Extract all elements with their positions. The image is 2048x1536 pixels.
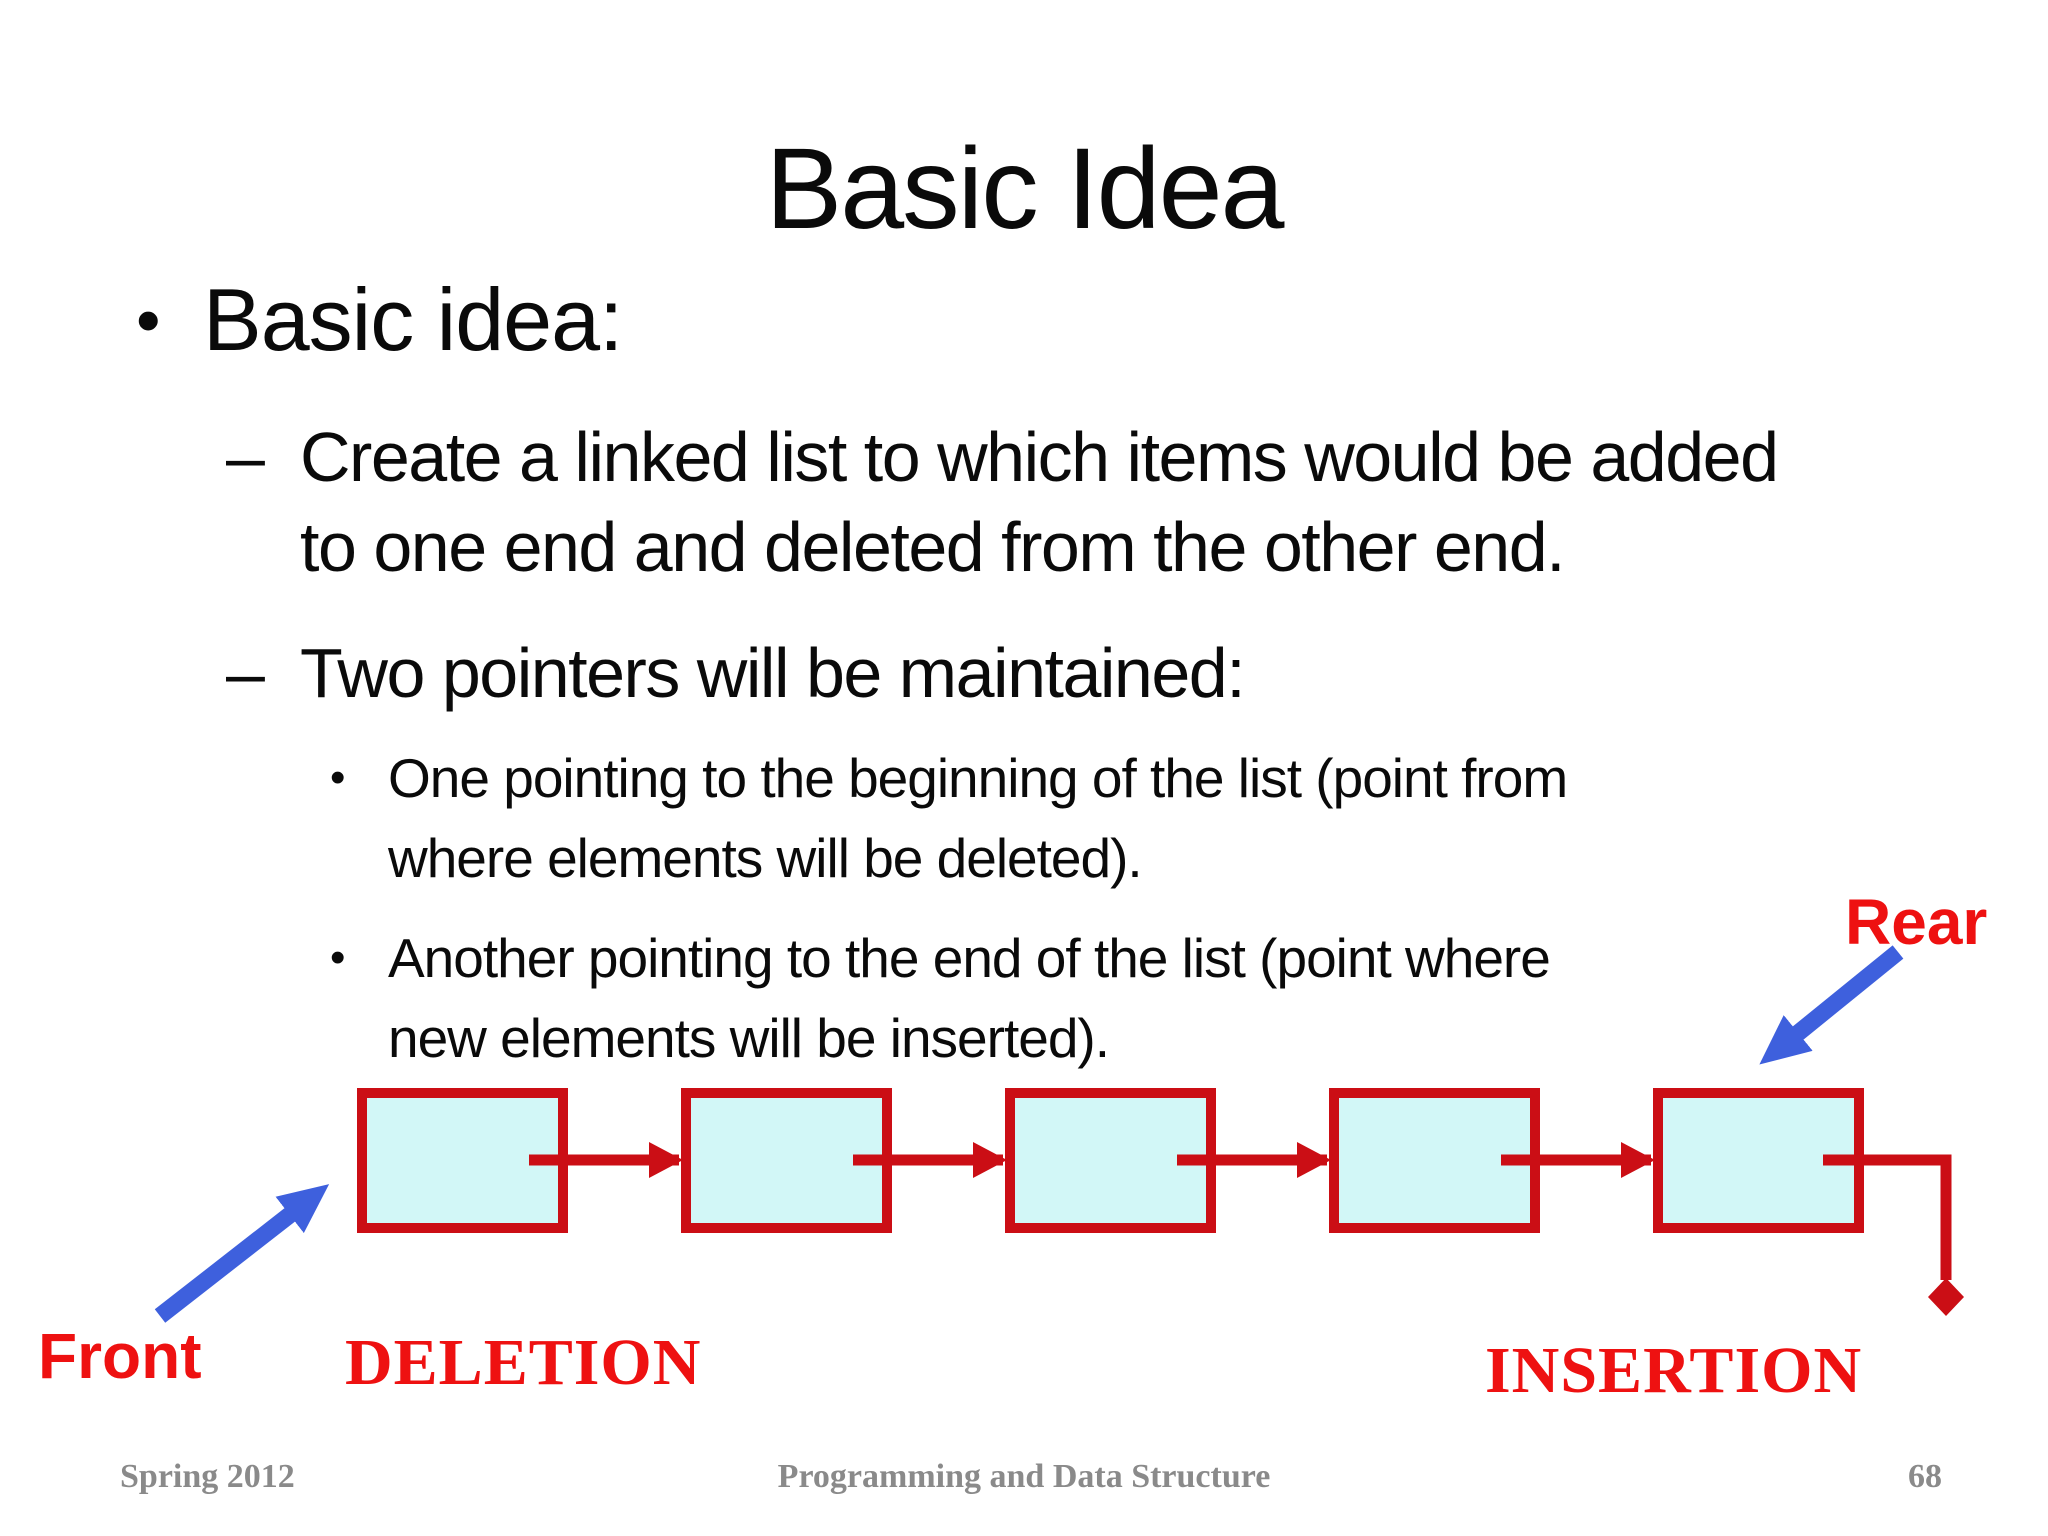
rear-null-pointer-line: [1823, 1154, 1952, 1280]
bullet-basic-idea-text: Basic idea:: [203, 270, 623, 369]
null-terminator-diamond-icon: [1928, 1278, 1964, 1316]
bullet-another-pointing-text: Another pointing to the end of the list …: [388, 918, 1551, 1078]
bullet-line: new elements will be inserted).: [388, 1007, 1110, 1069]
bullet-line: to one end and deleted from the other en…: [300, 508, 1566, 586]
dash-marker-icon: –: [226, 418, 265, 496]
bullet-one-pointing-text: One pointing to the beginning of the lis…: [388, 738, 1568, 898]
bullet-another-pointing: • Another pointing to the end of the lis…: [330, 918, 1551, 1078]
footer-semester: Spring 2012: [120, 1458, 295, 1495]
bullet-create-linked-list-text: Create a linked list to which items woul…: [300, 412, 1779, 592]
front-arrow-icon: [154, 1184, 330, 1323]
bullet-create-linked-list: – Create a linked list to which items wo…: [226, 412, 1779, 592]
bullet-basic-idea: • Basic idea:: [136, 270, 623, 369]
deletion-label: DELETION: [345, 1326, 702, 1399]
bullet-marker-icon: •: [136, 281, 161, 359]
front-label: Front: [38, 1320, 202, 1392]
footer-course-title: Programming and Data Structure: [777, 1458, 1271, 1495]
rear-label: Rear: [1845, 886, 1988, 958]
bullet-line: One pointing to the beginning of the lis…: [388, 747, 1568, 809]
rear-arrow-icon: [1759, 945, 1904, 1065]
list-node: [681, 1088, 892, 1233]
footer-page-number: 68: [1908, 1458, 1942, 1495]
bullet-two-pointers-text: Two pointers will be maintained:: [300, 634, 1246, 712]
bullet-line: Another pointing to the end of the list …: [388, 927, 1551, 989]
bullet-line: where elements will be deleted).: [388, 827, 1143, 889]
bullet-one-pointing: • One pointing to the beginning of the l…: [330, 738, 1568, 898]
list-nodes-group: [357, 1088, 1864, 1233]
dash-marker-icon: –: [226, 634, 265, 712]
bullet-marker-icon: •: [330, 933, 345, 982]
bullet-line: Create a linked list to which items woul…: [300, 418, 1779, 496]
bullet-two-pointers: – Two pointers will be maintained:: [226, 628, 1246, 718]
insertion-label: INSERTION: [1485, 1334, 1863, 1407]
slide-title: Basic Idea: [765, 125, 1285, 253]
bullet-marker-icon: •: [330, 753, 345, 802]
